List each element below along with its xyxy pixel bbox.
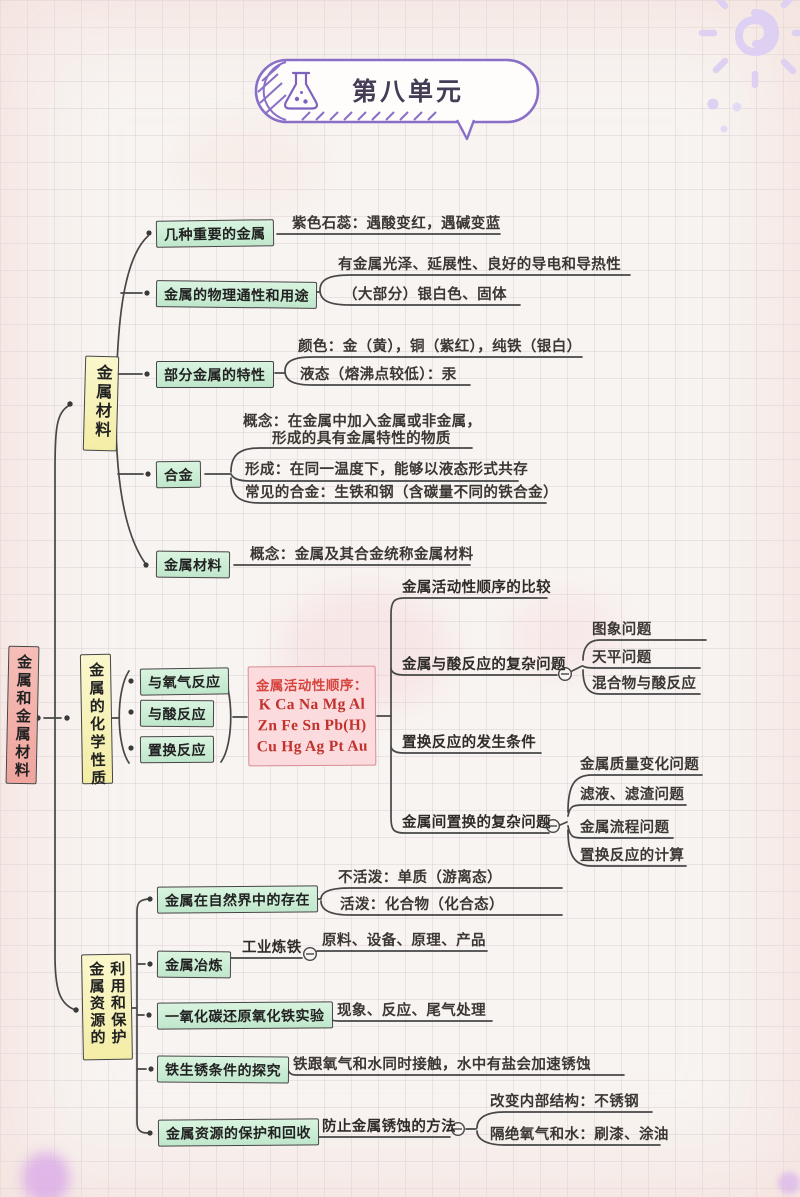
flask-icon — [283, 71, 319, 110]
topic-displacement-conditions[interactable]: 置换反应的发生条件 — [402, 735, 537, 751]
note-silver-white[interactable]: （大部分）银白色、固体 — [343, 287, 507, 303]
note-liquid-mercury[interactable]: 液态（熔沸点较低）：汞 — [300, 367, 457, 383]
subtopic-displacement-calc[interactable]: 置换反应的计算 — [580, 848, 685, 864]
node-protection-recycling[interactable]: 金属资源的保护和回收 — [157, 1118, 320, 1147]
activity-series-row3: Cu Hg Ag Pt Au — [256, 737, 368, 756]
subtopic-graph-problems[interactable]: 图象问题 — [592, 622, 652, 638]
node-react-acid[interactable]: 与酸反应 — [139, 699, 215, 728]
node-important-metals[interactable]: 几种重要的金属 — [155, 219, 274, 248]
branch-label-col2: 利用和保护 — [108, 960, 127, 1046]
topic-series-comparison[interactable]: 金属活动性顺序的比较 — [402, 580, 551, 596]
purple-blob-decoration — [22, 1152, 70, 1197]
note-litmus[interactable]: 紫色石蕊：遇酸变红，遇碱变蓝 — [292, 216, 501, 232]
title-bubble — [254, 58, 540, 141]
anchor-dots — [35, 230, 154, 1136]
note-active-compound[interactable]: 活泼：化合物（化合态） — [340, 897, 504, 913]
node-co-reduction-experiment[interactable]: 一氧化碳还原氧化铁实验 — [156, 1001, 333, 1030]
pink-haze-decoration — [510, 595, 620, 675]
node-physical-properties[interactable]: 金属的物理通性和用途 — [155, 280, 318, 309]
note-iron-making[interactable]: 原料、设备、原理、产品 — [322, 933, 486, 949]
pink-haze-decoration — [180, 120, 320, 210]
subtopic-mixture-acid[interactable]: 混合物与酸反应 — [592, 676, 697, 692]
subnode-rust-prevention[interactable]: 防止金属锈蚀的方法 — [322, 1119, 457, 1135]
activity-series-panel[interactable]: 金属活动性顺序： K Ca Na Mg Al Zn Fe Sn Pb(H) Cu… — [247, 665, 377, 767]
activity-series-row2: Zn Fe Sn Pb(H) — [257, 716, 367, 735]
page-title: 第八单元 — [352, 78, 465, 106]
collapse-button[interactable] — [451, 1121, 466, 1136]
node-metallurgy[interactable]: 金属冶炼 — [156, 950, 232, 979]
bubble-hatch-bottom — [301, 111, 437, 121]
subnode-industrial-iron[interactable]: 工业炼铁 — [242, 940, 302, 956]
root-node[interactable]: 金属和金属材料 — [5, 645, 40, 785]
node-metal-materials[interactable]: 金属材料 — [155, 550, 231, 579]
bubble-hatch-left — [257, 64, 287, 114]
topic-displacement-complex[interactable]: 金属间置换的复杂问题 — [402, 815, 551, 831]
topic-acid-complex[interactable]: 金属与酸反应的复杂问题 — [402, 657, 566, 673]
subtopic-mass-change[interactable]: 金属质量变化问题 — [580, 757, 700, 773]
node-rust-conditions[interactable]: 铁生锈条件的探究 — [156, 1055, 290, 1084]
collapse-button[interactable] — [546, 819, 561, 834]
activity-series-title: 金属活动性顺序： — [255, 677, 368, 694]
note-common-alloys[interactable]: 常见的合金：生铁和钢（含碳量不同的铁合金） — [245, 485, 558, 501]
node-special-properties[interactable]: 部分金属的特性 — [156, 361, 274, 388]
note-inactive-free[interactable]: 不活泼：单质（游离态） — [338, 870, 502, 886]
note-alloy-concept-1[interactable]: 概念：在金属中加入金属或非金属， — [243, 414, 482, 430]
purple-dot-decoration — [778, 1172, 800, 1194]
collapse-button[interactable] — [303, 947, 318, 962]
note-luster[interactable]: 有金属光泽、延展性、良好的导电和导热性 — [338, 257, 622, 273]
note-co-experiment[interactable]: 现象、反应、尾气处理 — [337, 1003, 486, 1019]
node-alloy[interactable]: 合金 — [155, 460, 202, 489]
node-natural-existence[interactable]: 金属在自然界中的存在 — [156, 885, 319, 914]
branch-node-chemical-properties[interactable]: 金属的化学性质 — [79, 653, 114, 788]
note-alloy-concept-2[interactable]: 形成的具有金属特性的物质 — [272, 431, 451, 447]
swirl-sun-decoration — [698, 0, 800, 133]
subtopic-balance-problems[interactable]: 天平问题 — [592, 650, 652, 666]
note-stainless-steel[interactable]: 改变内部结构：不锈钢 — [490, 1094, 639, 1110]
note-materials-concept[interactable]: 概念：金属及其合金统称金属材料 — [250, 547, 474, 563]
branch-node-metal-materials[interactable]: 金属材料 — [82, 355, 120, 452]
note-rust-cause[interactable]: 铁跟氧气和水同时接触，水中有盐会加速锈蚀 — [293, 1057, 591, 1073]
node-displacement[interactable]: 置换反应 — [139, 735, 215, 764]
note-alloy-formation[interactable]: 形成：在同一温度下，能够以液态形式共存 — [245, 462, 529, 478]
node-react-oxygen[interactable]: 与氧气反应 — [139, 667, 229, 696]
note-colors[interactable]: 颜色：金（黄），铜（紫红），纯铁（银白） — [298, 339, 582, 355]
branch-node-resource-protection[interactable]: 金属资源的 利用和保护 — [81, 953, 133, 1061]
activity-series-row1: K Ca Na Mg Al — [258, 695, 366, 714]
subtopic-filtrate-residue[interactable]: 滤液、滤渣问题 — [580, 787, 685, 803]
subtopic-process-problems[interactable]: 金属流程问题 — [580, 820, 670, 836]
note-paint-oil[interactable]: 隔绝氧气和水：刷漆、涂油 — [490, 1127, 669, 1143]
branch-label-col1: 金属资源的 — [87, 961, 106, 1047]
collapse-button[interactable] — [558, 667, 573, 682]
